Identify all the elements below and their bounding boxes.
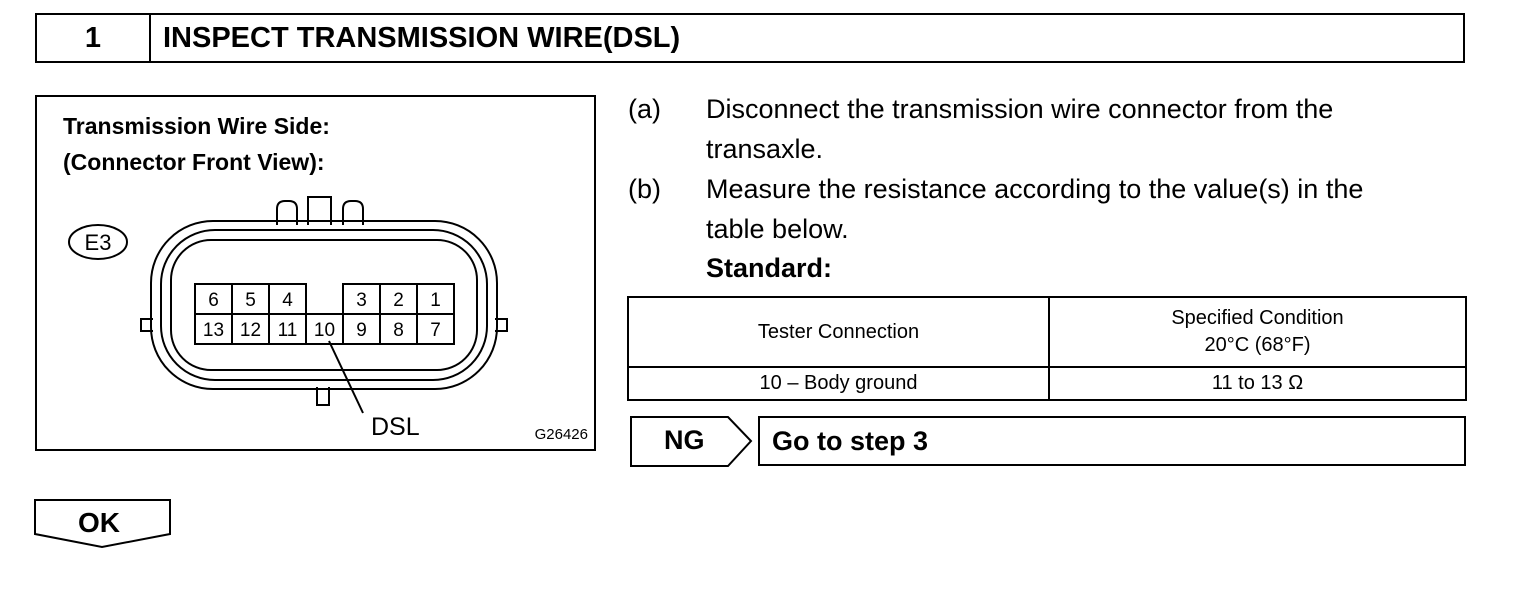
ng-action-box: Go to step 3 bbox=[758, 416, 1466, 466]
connector-figure: Transmission Wire Side: (Connector Front… bbox=[35, 95, 596, 451]
pin-label: 11 bbox=[278, 320, 298, 341]
pin-label: 10 bbox=[314, 320, 335, 341]
standard-label: Standard: bbox=[706, 253, 833, 283]
table-cell-condition: 11 to 13 Ω bbox=[1048, 366, 1467, 401]
pin-label: 7 bbox=[430, 320, 441, 341]
pin-label: 12 bbox=[240, 320, 261, 341]
dsl-callout-label: DSL bbox=[371, 413, 420, 441]
table-header-condition-line1: Specified Condition bbox=[1171, 307, 1344, 329]
figure-caption-line2: (Connector Front View): bbox=[63, 149, 325, 175]
ok-label: OK bbox=[78, 507, 120, 538]
pin-label: 8 bbox=[393, 320, 404, 341]
pin-label: 13 bbox=[203, 320, 224, 341]
pin-label: 4 bbox=[282, 290, 293, 311]
ok-arrow-shape bbox=[34, 499, 171, 549]
table-row: 10 – Body ground 11 to 13 Ω bbox=[627, 366, 1467, 401]
step-a-text-line2: transaxle. bbox=[706, 134, 824, 164]
connector-housing-middle bbox=[160, 229, 488, 381]
step-title: INSPECT TRANSMISSION WIRE(DSL) bbox=[163, 21, 681, 54]
figure-caption-line1: Transmission Wire Side: bbox=[63, 113, 330, 139]
pin-label: 5 bbox=[245, 290, 256, 311]
step-number: 1 bbox=[37, 15, 151, 61]
table-header-tester-connection: Tester Connection bbox=[627, 296, 1050, 368]
step-a-label: (a) bbox=[628, 94, 661, 124]
step-a: (a) Disconnect the transmission wire con… bbox=[628, 89, 1468, 169]
connector-diagram: E3 6 5 4 3 2 1 13 12 11 10 9 8 7 DSL bbox=[68, 196, 508, 441]
step-b-text-line2: table below. bbox=[706, 214, 849, 244]
pin-label: 2 bbox=[393, 290, 404, 311]
spec-table: Tester Connection Specified Condition 20… bbox=[627, 296, 1467, 401]
latch-tab-center bbox=[307, 196, 332, 225]
connector-housing-inner bbox=[170, 239, 478, 371]
pin-label: 9 bbox=[356, 320, 367, 341]
table-header-condition-line2: 20°C (68°F) bbox=[1204, 334, 1311, 356]
connector-id-ellipse bbox=[68, 224, 128, 260]
side-tab-right bbox=[495, 318, 508, 332]
dsl-callout-line bbox=[328, 340, 364, 414]
pin-label: 1 bbox=[430, 290, 441, 311]
latch-tab-left bbox=[276, 200, 298, 225]
pin-grid: 6 5 4 3 2 1 13 12 11 10 9 8 7 bbox=[194, 283, 455, 345]
step-b-text-line1: Measure the resistance according to the … bbox=[706, 174, 1364, 204]
ng-arrow-shape bbox=[630, 416, 753, 467]
step-b: (b) Measure the resistance according to … bbox=[628, 169, 1468, 249]
ng-label: NG bbox=[664, 425, 705, 455]
pin-label: 6 bbox=[208, 290, 219, 311]
bottom-tab bbox=[316, 387, 330, 406]
pin-cell bbox=[416, 313, 455, 345]
connector-housing-outer bbox=[150, 220, 498, 390]
table-header-row: Tester Connection Specified Condition 20… bbox=[627, 296, 1467, 368]
figure-code: G26426 bbox=[534, 426, 588, 443]
latch-tab-right bbox=[342, 200, 364, 225]
step-a-text-line1: Disconnect the transmission wire connect… bbox=[706, 94, 1334, 124]
table-header-specified-condition: Specified Condition 20°C (68°F) bbox=[1048, 296, 1467, 368]
connector-id-label: E3 bbox=[85, 230, 112, 255]
pin-label: 3 bbox=[356, 290, 367, 311]
step-header: 1 INSPECT TRANSMISSION WIRE(DSL) bbox=[35, 13, 1465, 63]
side-tab-left bbox=[140, 318, 153, 332]
step-b-label: (b) bbox=[628, 174, 661, 204]
table-cell-connection: 10 – Body ground bbox=[627, 366, 1050, 401]
